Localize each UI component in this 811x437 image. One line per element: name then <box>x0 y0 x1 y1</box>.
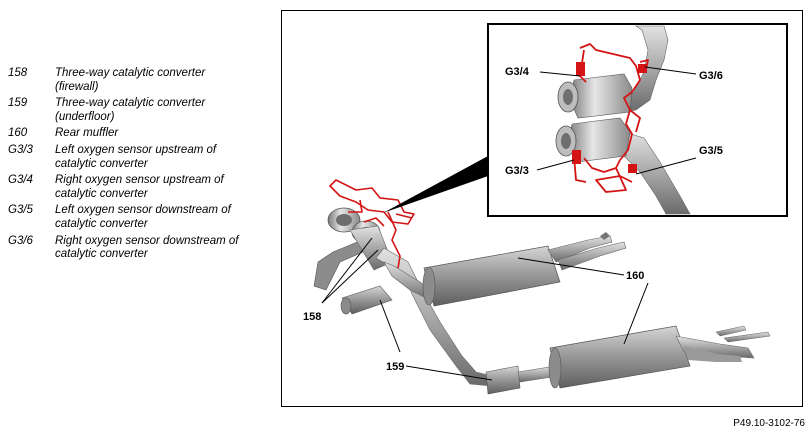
legend-code: G3/3 <box>8 143 33 156</box>
rear-muffler-upper <box>422 232 627 307</box>
zoom-pointer <box>383 156 488 213</box>
legend-description: Rear muffler <box>55 127 119 140</box>
oxygen-sensor-g3-6-icon <box>638 64 647 73</box>
inset-box <box>487 23 788 217</box>
legend-description: Three-way catalytic converter (underfloo… <box>55 97 206 123</box>
legend-description: Left oxygen sensor upstream of catalytic… <box>55 143 217 170</box>
legend-code: G3/4 <box>8 174 33 187</box>
legend-code: G3/6 <box>8 234 33 247</box>
callout-158: 158 <box>303 311 321 323</box>
callout-159: 159 <box>386 361 404 373</box>
legend-row: 159 Three-way catalytic converter (underf… <box>8 97 273 124</box>
legend-description: Right oxygen sensor upstream of catalyti… <box>55 174 224 200</box>
legend-code: 158 <box>8 67 28 79</box>
callout-g3-3: G3/3 <box>505 165 529 177</box>
inset-detail <box>555 25 691 215</box>
legend-row: 160 Rear muffler <box>8 127 273 141</box>
rear-muffler-lower <box>548 325 771 389</box>
oxygen-sensor-g3-4-icon <box>576 62 585 76</box>
legend: 158 Three-way catalytic converter (firewa… <box>8 67 273 265</box>
legend-row: G3/6 Right oxygen sensor downstream of ca… <box>8 235 273 262</box>
leader-lines <box>321 66 697 381</box>
underfloor-catalytic-converter <box>340 285 393 315</box>
legend-code: G3/5 <box>8 204 33 217</box>
wiring-harness <box>329 179 415 269</box>
legend-description: Three-way catalytic converter (firewall) <box>55 67 206 93</box>
oxygen-sensor-g3-3-icon <box>572 150 581 164</box>
callout-160-upper: 160 <box>626 270 644 282</box>
legend-row: 158 Three-way catalytic converter (firewa… <box>8 67 273 94</box>
callout-g3-5: G3/5 <box>699 145 723 157</box>
heat-shield <box>313 235 378 291</box>
oxygen-sensor-g3-5-icon <box>628 164 637 173</box>
callout-g3-4: G3/4 <box>505 66 530 78</box>
legend-description: Right oxygen sensor downstream of cataly… <box>55 234 239 261</box>
legend-row: G3/3 Left oxygen sensor upstream of catal… <box>8 144 273 171</box>
diagram-frame <box>281 10 803 407</box>
legend-description: Left oxygen sensor downstream of catalyt… <box>55 204 231 230</box>
legend-row: G3/4 Right oxygen sensor upstream of cata… <box>8 174 273 201</box>
callout-g3-6: G3/6 <box>699 70 723 82</box>
legend-code: 160 <box>8 127 28 140</box>
figure-id: P49.10-3102-76 <box>733 418 805 429</box>
center-pipe-section <box>485 365 521 395</box>
legend-row: G3/5 Left oxygen sensor downstream of cat… <box>8 204 273 231</box>
legend-code: 159 <box>8 97 28 110</box>
